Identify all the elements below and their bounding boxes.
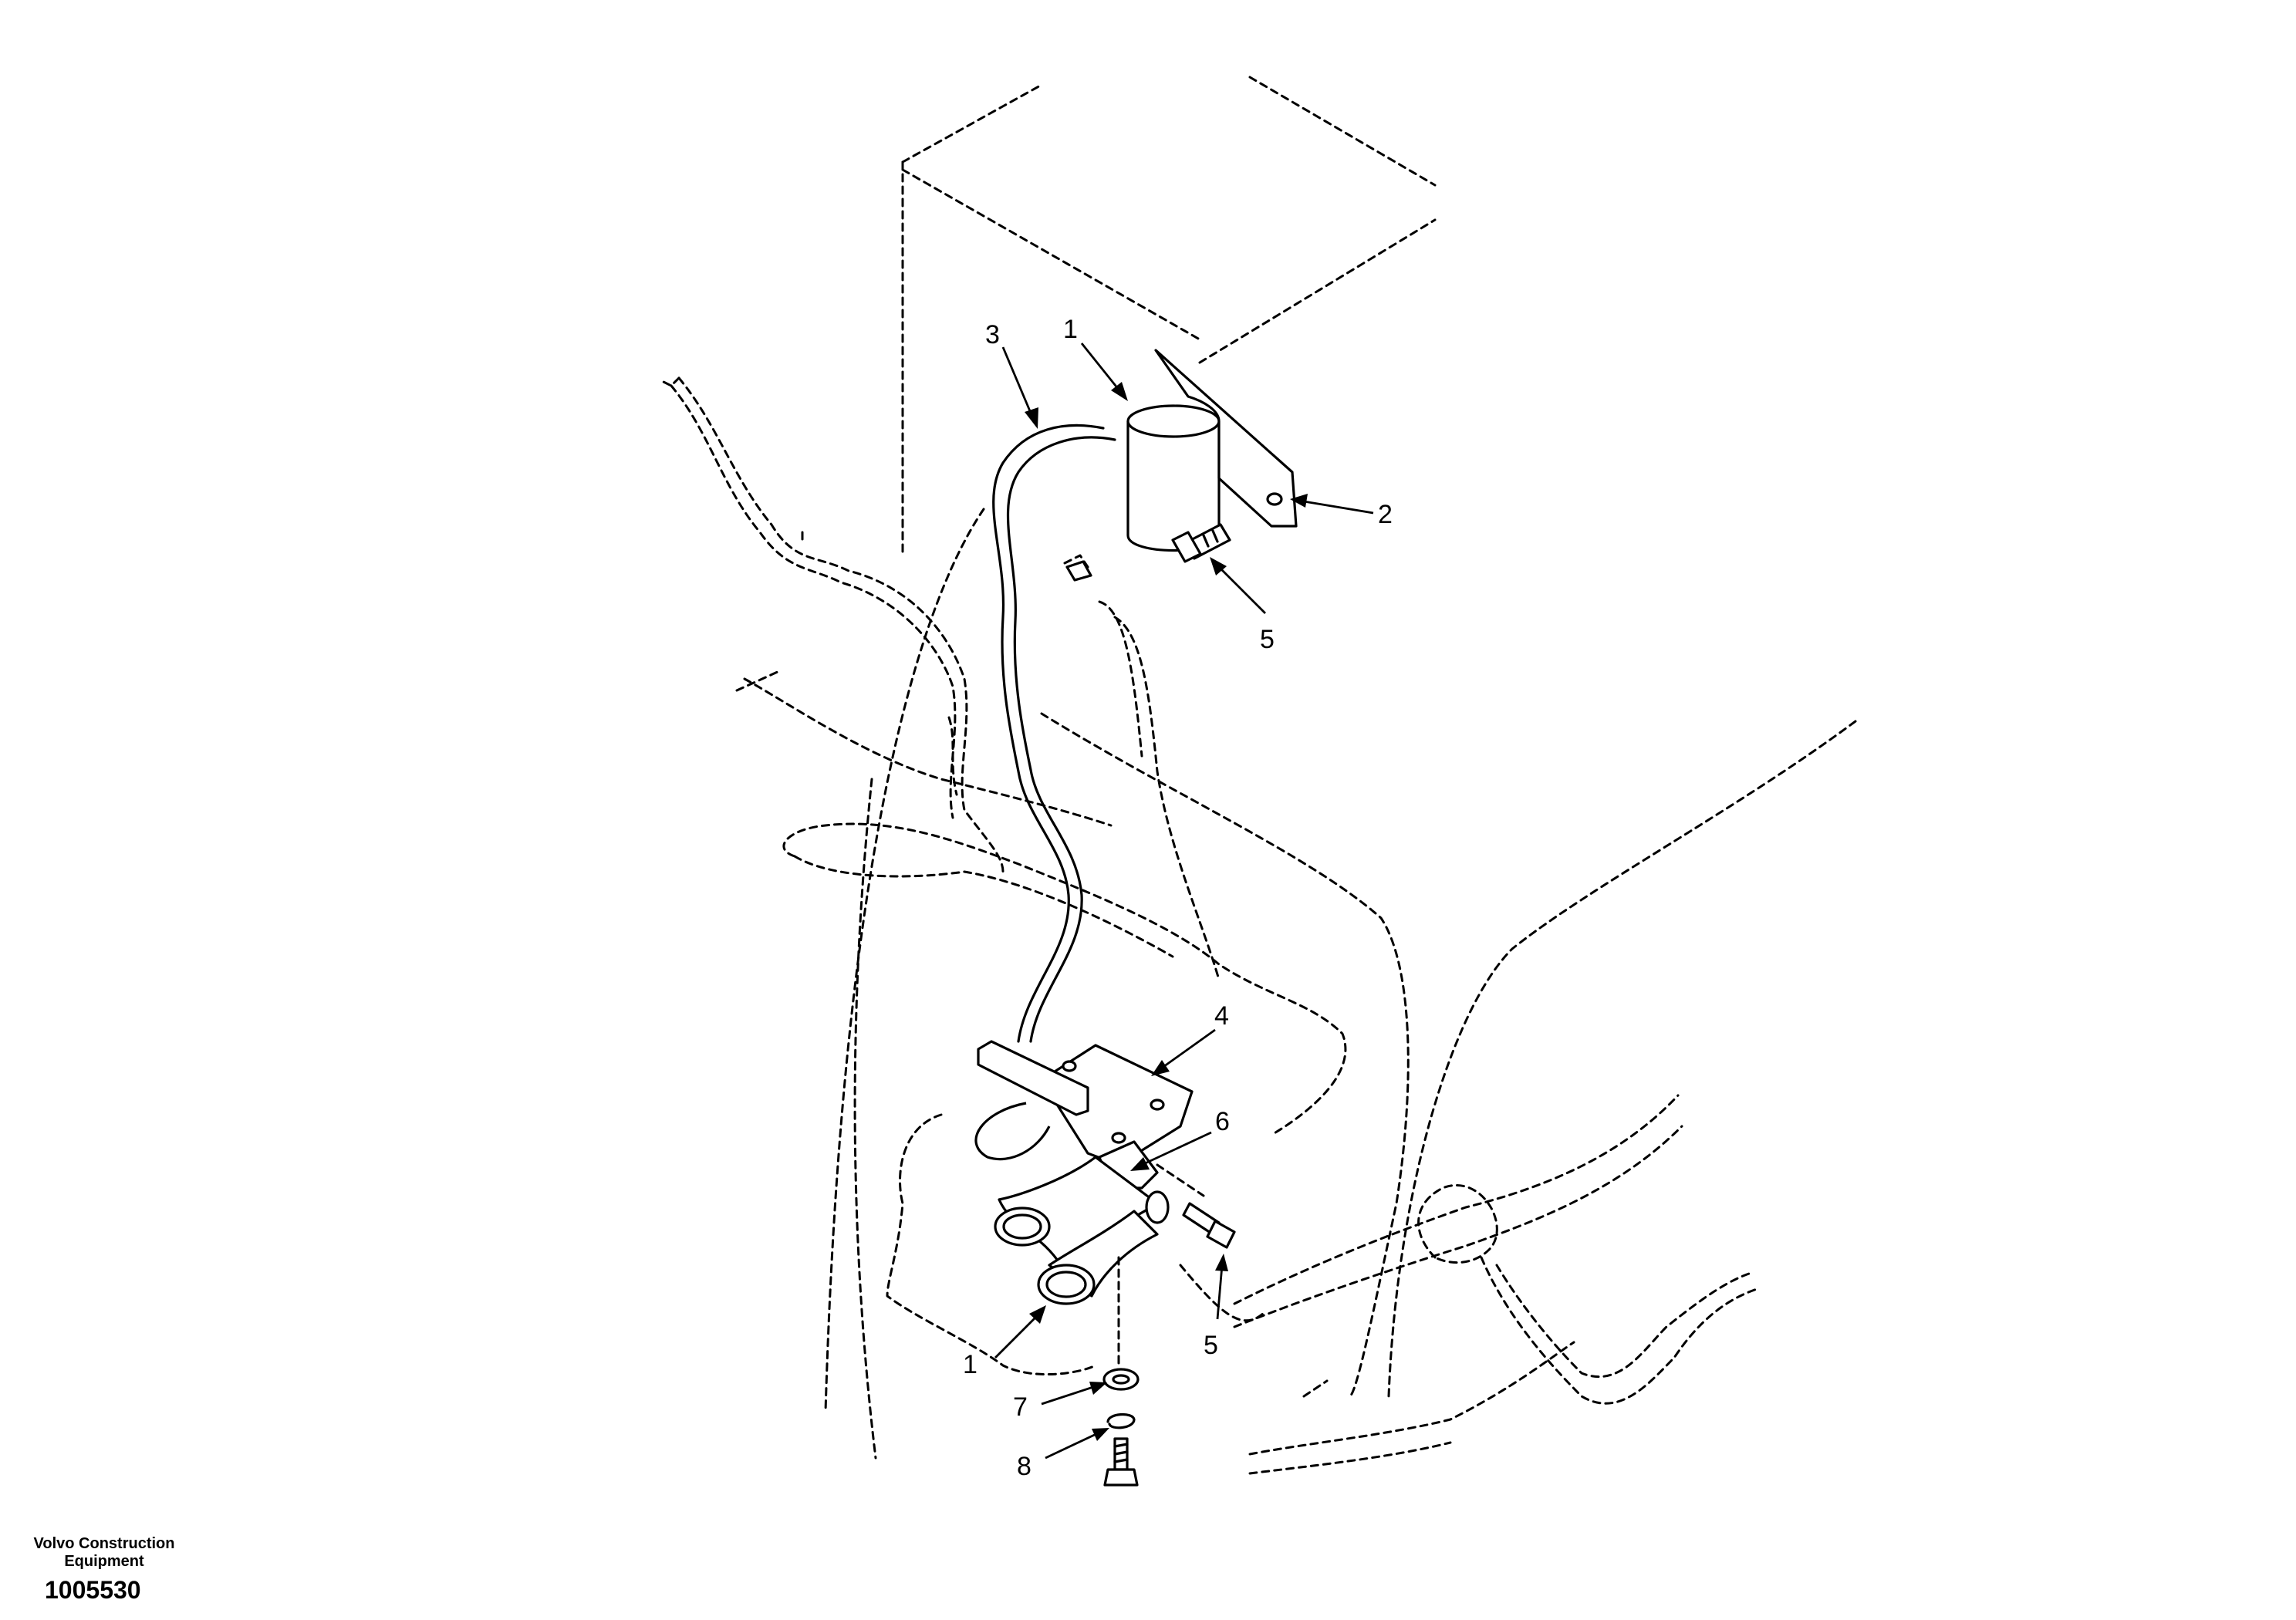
callout-1-bottom: 1	[963, 1350, 977, 1379]
callout-6: 6	[1215, 1107, 1230, 1136]
leaders	[994, 343, 1374, 1460]
bolt-top	[1171, 523, 1231, 563]
callout-5-top: 5	[1260, 625, 1275, 654]
horn-bracket	[1154, 349, 1298, 528]
callout-4: 4	[1214, 1001, 1229, 1031]
machine-outline-dashed	[662, 76, 1857, 1475]
callout-8: 8	[1017, 1452, 1032, 1481]
callout-1-top: 1	[1063, 315, 1078, 344]
callout-5-bottom: 5	[1204, 1331, 1218, 1360]
horn-assembly	[974, 349, 1298, 1487]
horn-cylinder	[1126, 421, 1221, 552]
bolt-vertical	[1103, 1437, 1139, 1487]
callout-3: 3	[985, 320, 1000, 349]
callout-2: 2	[1378, 500, 1393, 529]
flat-washer	[1102, 1368, 1140, 1391]
wire-connector	[1065, 560, 1092, 582]
brand-name-line2: Equipment	[64, 1553, 144, 1570]
twin-horns	[974, 1102, 1170, 1305]
callout-labels: 1 3 2 5 4 6 1 5 7 8	[963, 315, 1393, 1481]
spring-washer	[1106, 1413, 1136, 1429]
brand-name-line1: Volvo Construction	[33, 1535, 175, 1552]
wire-harness	[992, 424, 1105, 1043]
callout-7: 7	[1013, 1392, 1028, 1422]
document-number: 1005530	[45, 1576, 141, 1604]
bolt-bottom	[1182, 1202, 1236, 1249]
